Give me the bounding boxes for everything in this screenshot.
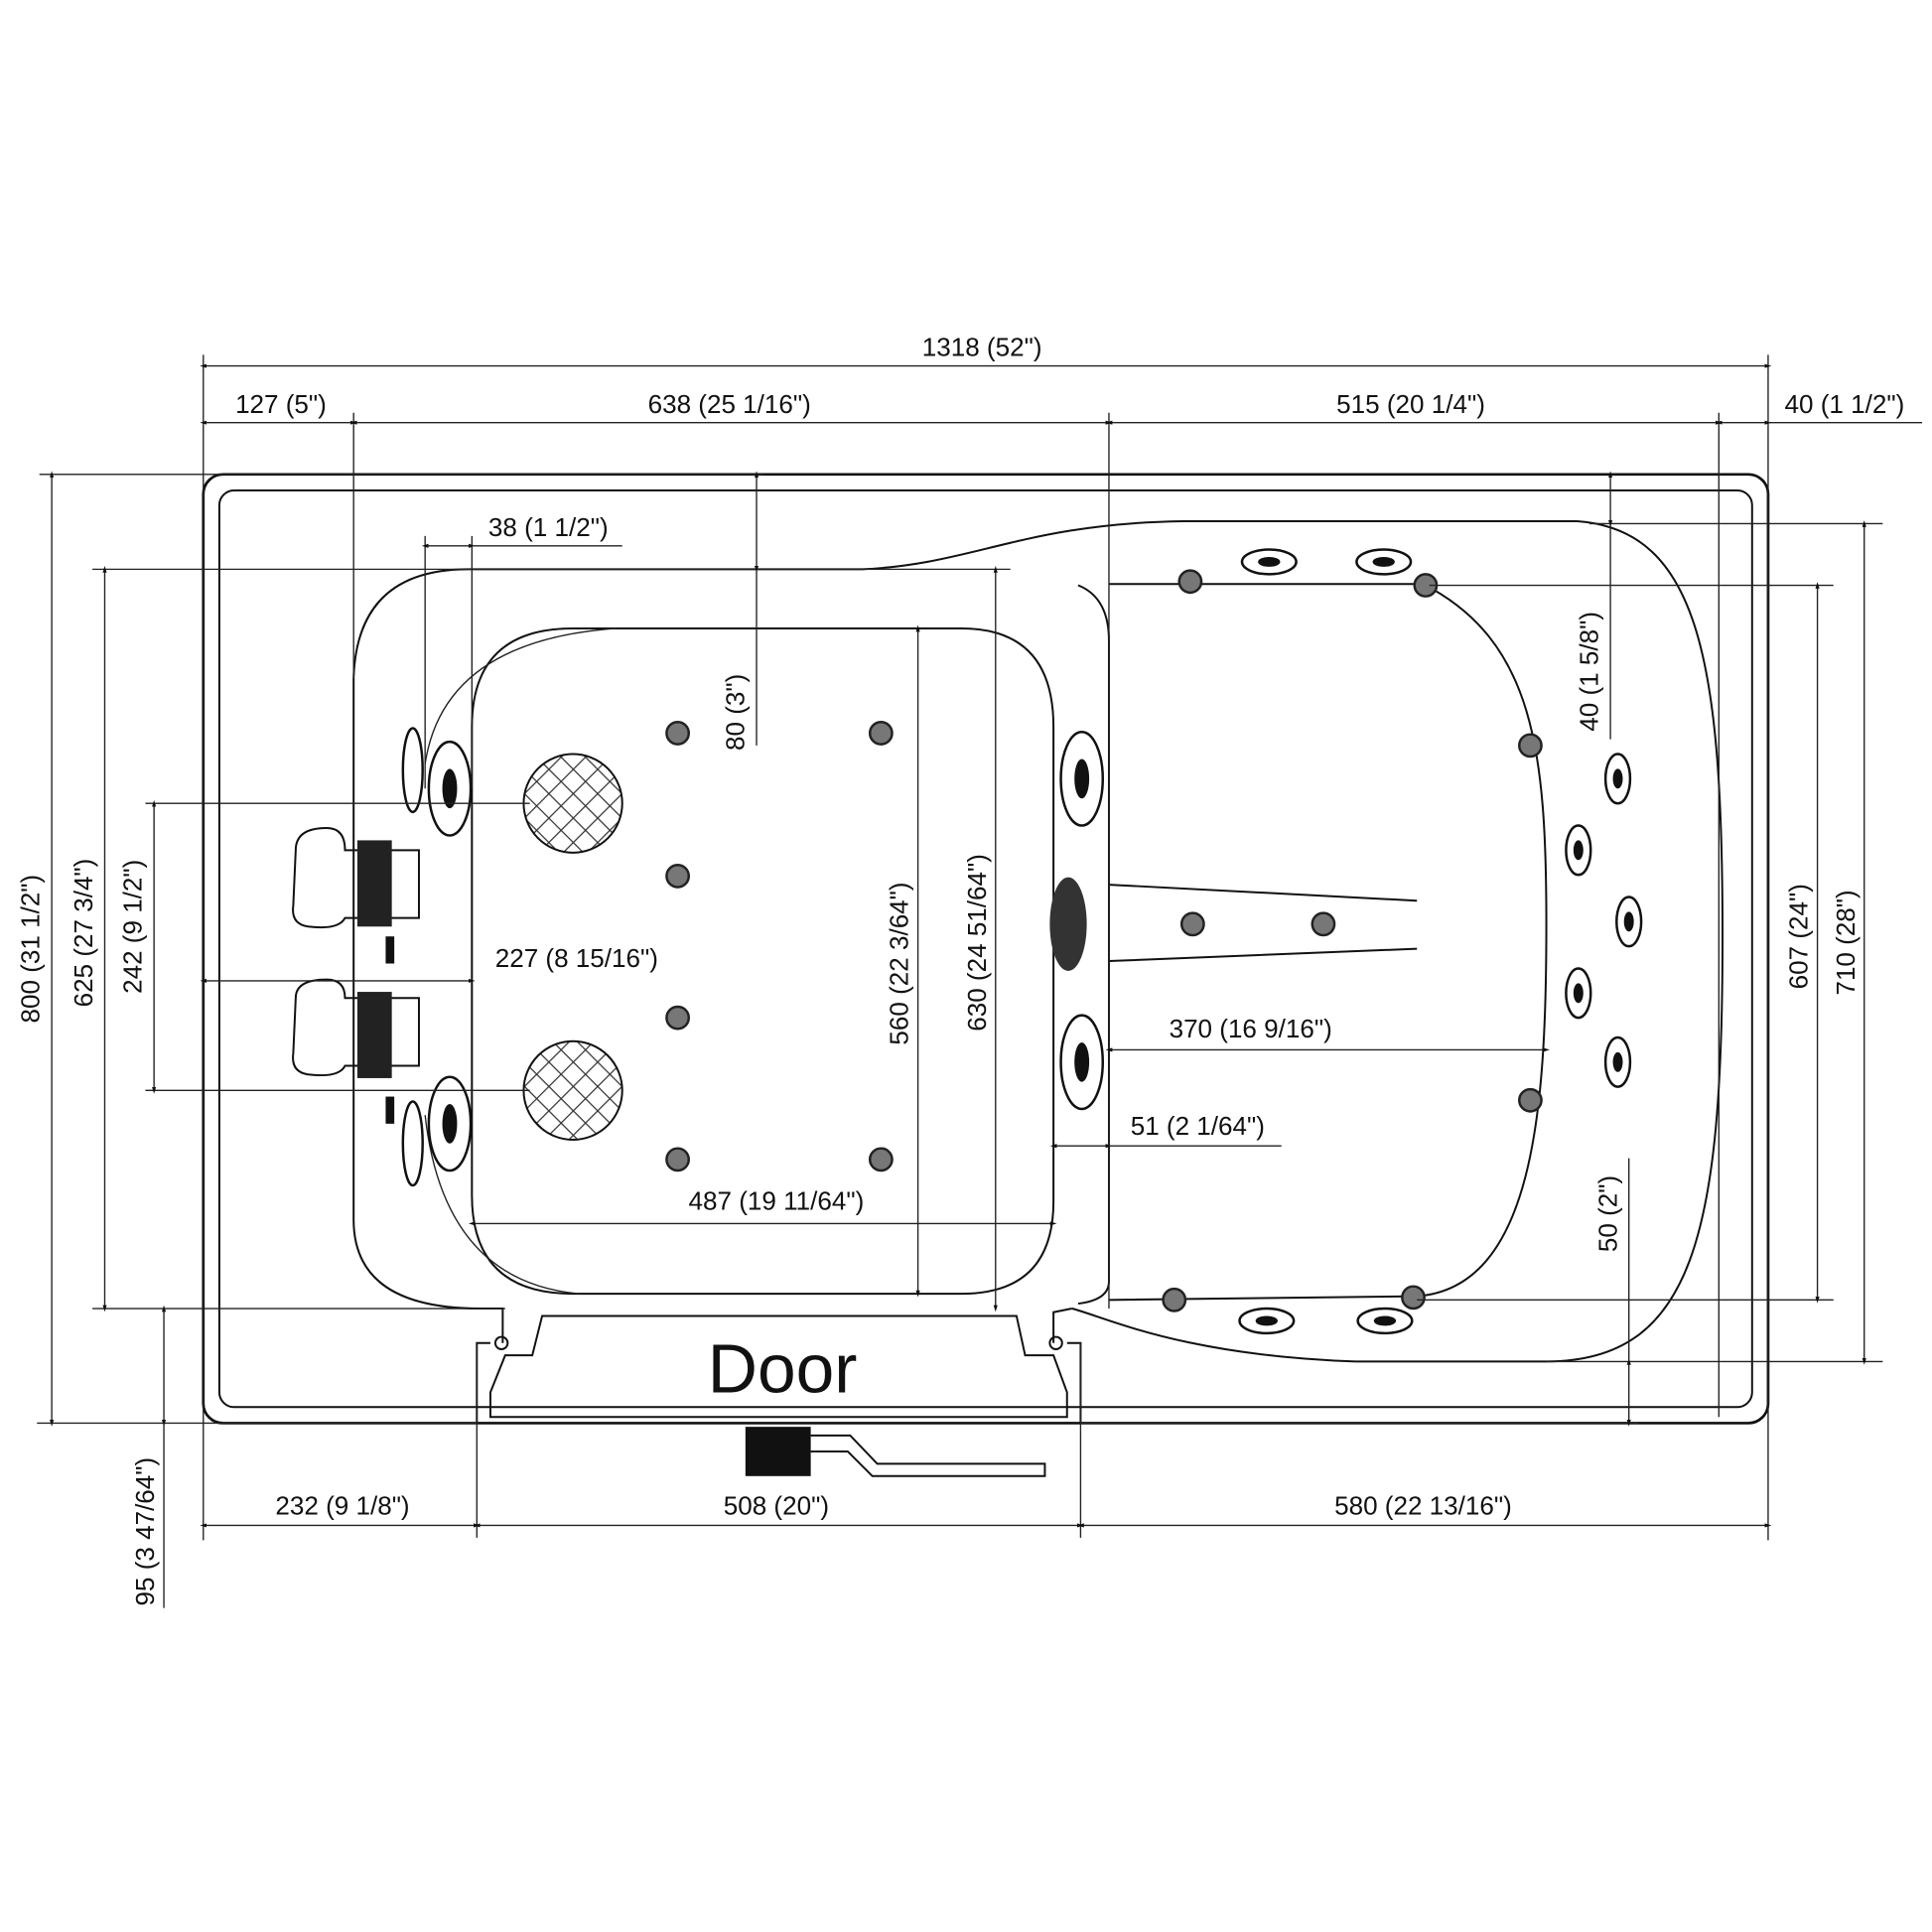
air-jet-icon (665, 1005, 691, 1031)
dim-valve-depth: 227 (8 15/16") (495, 943, 658, 973)
footwell-slot (1108, 884, 1418, 963)
valve-bottom[interactable] (292, 978, 420, 1124)
dim-foot-outer-width: 710 (28") (1831, 890, 1861, 995)
dim-seg-foot: 515 (20 1/4") (1336, 389, 1485, 419)
drain-icon (1049, 877, 1087, 971)
air-jet-icon (665, 863, 691, 889)
dim-foot-inner-width: 607 (24") (1784, 884, 1814, 989)
jet-side-icon (401, 727, 424, 814)
door-handle-icon[interactable] (745, 1427, 811, 1476)
air-jet-icon (868, 721, 894, 746)
air-jet-icon (1518, 733, 1543, 759)
air-jet-icon (1401, 1285, 1426, 1311)
dim-foot-gap: 51 (2 1/64") (1131, 1111, 1265, 1141)
air-jet-icon (1162, 1287, 1187, 1312)
dim-foot-top: 40 (1 5/8") (1575, 612, 1604, 732)
dim-seat-top: 80 (3") (721, 674, 751, 751)
jet-side-icon (401, 1100, 424, 1187)
air-jet-icon (1518, 1087, 1543, 1113)
air-jet-icon (868, 1147, 894, 1173)
dim-valve-spacing: 242 (9 1/2") (118, 860, 148, 994)
dim-step: 95 (3 47/64") (130, 1457, 160, 1606)
door-label: Door (708, 1329, 858, 1407)
door-latch (1048, 1335, 1063, 1350)
dim-seg-seat: 638 (25 1/16") (648, 389, 811, 419)
seat-contour (424, 627, 617, 1295)
dim-seg-right: 40 (1 1/2") (1785, 389, 1905, 419)
extension-lines (37, 354, 1883, 1541)
air-jet-icon (1179, 911, 1205, 937)
mesh-grille-icon (522, 753, 623, 854)
door-hinge (493, 1335, 509, 1350)
footwell-inner (1108, 583, 1548, 1302)
door-panel[interactable] (488, 1314, 1068, 1419)
basin-outline (352, 519, 1725, 1363)
dim-bottom-left: 232 (9 1/8") (275, 1490, 409, 1520)
dim-overall-width: 800 (31 1/2") (16, 875, 46, 1024)
leader-lines (163, 422, 1923, 1608)
air-jet-icon (665, 721, 691, 746)
dim-seg-left: 127 (5") (235, 389, 327, 419)
door-jamb-right (1052, 1308, 1072, 1343)
dim-bottom-right: 580 (22 13/16") (1334, 1490, 1512, 1520)
seat-panel (471, 626, 1055, 1296)
tub-inner-rim (217, 488, 1753, 1409)
door-lever[interactable] (810, 1434, 1046, 1477)
dim-rim-offset: 38 (1 1/2") (488, 512, 609, 542)
air-jet-icon (1311, 911, 1336, 937)
dim-seat-length: 487 (19 11/64") (689, 1186, 865, 1216)
dim-foot-length: 370 (16 9/16") (1170, 1014, 1332, 1043)
dim-door-width: 508 (20") (724, 1490, 829, 1520)
dim-overall-length: 1318 (52") (922, 333, 1042, 362)
mesh-grille-icon (522, 1039, 623, 1141)
valve-top[interactable] (292, 827, 420, 964)
air-jet-icon (665, 1147, 691, 1173)
dimension-lines (50, 363, 1866, 1528)
dim-seat-outer: 630 (24 51/64") (962, 854, 992, 1032)
air-jet-icon (1177, 569, 1203, 595)
dim-seat-depth: 560 (22 3/64") (885, 882, 914, 1044)
dim-foot-bottom: 50 (2") (1592, 1175, 1622, 1252)
dim-inner-width: 625 (27 3/4") (69, 859, 98, 1008)
